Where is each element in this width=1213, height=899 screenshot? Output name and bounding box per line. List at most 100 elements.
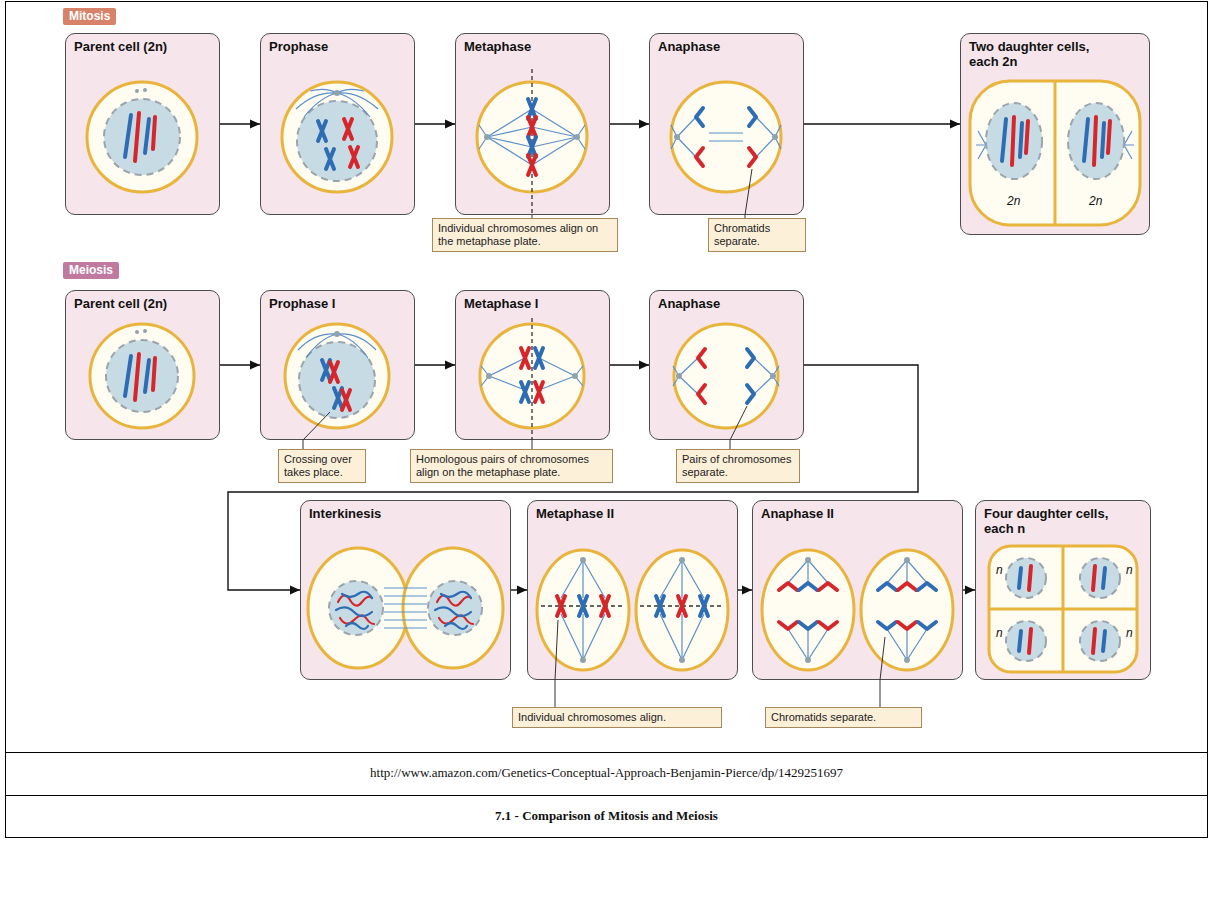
stage-title: Interkinesis (309, 506, 381, 521)
metaphase-two-illustration (601, 596, 609, 616)
metaphase-one-illustration (535, 348, 543, 368)
parent-cell-illustration (106, 340, 178, 412)
arrow-connector (220, 361, 260, 370)
prophase-one-illustration (260, 290, 415, 440)
anaphase-one-illustration (698, 349, 705, 367)
leader-line (303, 214, 880, 707)
interkinesis-illustration (346, 623, 368, 629)
parent-cell-illustration (65, 33, 220, 215)
leader-line (303, 439, 304, 449)
daughter-cells-illustration (1068, 103, 1124, 179)
four-cells-illustration (1080, 621, 1120, 661)
anaphase-illustration (671, 82, 781, 192)
section-tag: Meiosis (63, 262, 119, 279)
anaphase-two-illustration (819, 583, 837, 590)
parent-cell-illustration (90, 324, 194, 428)
arrow-connector (610, 120, 649, 129)
metaphase-one-illustration (531, 318, 532, 440)
ploidy-label: n (1126, 626, 1133, 640)
four-cells-illustration (1019, 631, 1021, 651)
arrow-head (250, 120, 260, 129)
daughter-cells-illustration (1094, 117, 1096, 165)
stage-panel: Four daughter cells, each nnnnn (975, 500, 1151, 680)
four-cells-illustration (1006, 621, 1046, 661)
prophase-one-illustration (299, 342, 375, 418)
callout-box: Individual chromosomes align on the meta… (432, 218, 618, 252)
metaphase-two-illustration (579, 596, 587, 616)
interkinesis-illustration (336, 592, 374, 629)
interkinesis-illustration (435, 592, 473, 629)
callout-text: Chromatids separate. (771, 711, 916, 724)
prophase-illustration (296, 89, 378, 117)
stage-title: Prophase I (269, 296, 335, 311)
interkinesis-illustration (403, 548, 503, 668)
callout-box: Chromatids separate. (765, 707, 922, 728)
arrow-head (965, 586, 975, 595)
prophase-illustration (350, 147, 358, 167)
ploidy-label: n (1126, 563, 1133, 577)
parent-cell-illustration (135, 354, 139, 400)
stage-panel: Anaphase II (752, 500, 963, 680)
arrow-line (804, 123, 960, 124)
four-cells-illustration (1103, 568, 1105, 588)
anaphase-illustration (649, 33, 804, 215)
figure-caption: 7.1 - Comparison of Mitosis and Meiosis (0, 808, 1213, 824)
metaphase-two-illustration (555, 620, 558, 680)
stage-panel: Anaphase (649, 290, 804, 440)
anaphase-illustration (772, 134, 778, 140)
stage-panel: Metaphase (455, 33, 610, 215)
parent-cell-illustration (145, 119, 149, 153)
callout-text: Individual chromosomes align on the meta… (438, 222, 612, 248)
stage-title: Metaphase (464, 39, 531, 54)
metaphase-one-illustration (486, 373, 492, 379)
daughter-cells-illustration (1102, 123, 1104, 157)
anaphase-two-illustration (878, 583, 896, 590)
prophase-one-illustration (298, 334, 376, 358)
interkinesis-illustration (340, 615, 374, 624)
anaphase-two-illustration (799, 622, 817, 629)
metaphase-one-illustration (455, 290, 610, 440)
stage-panel: Interkinesis (300, 500, 511, 680)
metaphase-one-illustration (521, 382, 529, 402)
prophase-one-illustration (285, 324, 389, 428)
arrow-connector (963, 586, 975, 595)
metaphase-two-illustration (557, 596, 565, 616)
stage-panel: Parent cell (2n) (65, 33, 220, 215)
four-cells-illustration (1019, 568, 1021, 588)
stage-panel: Anaphase (649, 33, 804, 215)
stage-title: Two daughter cells, each 2n (969, 39, 1119, 69)
daughter-cells-illustration (1054, 82, 1057, 224)
stage-title: Metaphase II (536, 506, 614, 521)
daughter-cells-illustration (1084, 119, 1088, 161)
parent-cell-illustration (135, 113, 139, 161)
interkinesis-illustration (384, 588, 427, 628)
anaphase-illustration (674, 134, 680, 140)
anaphase-two-illustration (904, 557, 910, 563)
stage-panel: Parent cell (2n) (65, 290, 220, 440)
leader-line (555, 679, 556, 707)
arrow-head (639, 120, 649, 129)
callout-box: Homologous pairs of chromosomes align on… (410, 449, 613, 483)
interkinesis-illustration (336, 607, 372, 616)
stage-title: Prophase (269, 39, 328, 54)
anaphase-one-illustration (730, 406, 747, 440)
four-cells-illustration (1029, 629, 1031, 653)
interkinesis-illustration (428, 581, 482, 635)
anaphase-illustration (696, 148, 703, 166)
four-cells-illustration (989, 546, 1137, 672)
daughter-cells-illustration (1012, 117, 1014, 165)
ploidy-label: 2n (1007, 194, 1020, 208)
metaphase-two-illustration (679, 557, 685, 563)
ploidy-label: n (996, 563, 1003, 577)
anaphase-two-illustration (819, 622, 837, 629)
parent-cell-illustration (143, 88, 147, 92)
four-cells-illustration (1103, 631, 1105, 651)
prophase-illustration (334, 90, 340, 96)
metaphase-two-illustration (561, 560, 704, 660)
arrow-head (950, 120, 960, 129)
metaphase-illustration (528, 117, 536, 137)
anaphase-illustration (749, 108, 756, 126)
stage-panel: Metaphase I (455, 290, 610, 440)
metaphase-illustration (528, 155, 536, 175)
metaphase-two-illustration (700, 596, 708, 616)
